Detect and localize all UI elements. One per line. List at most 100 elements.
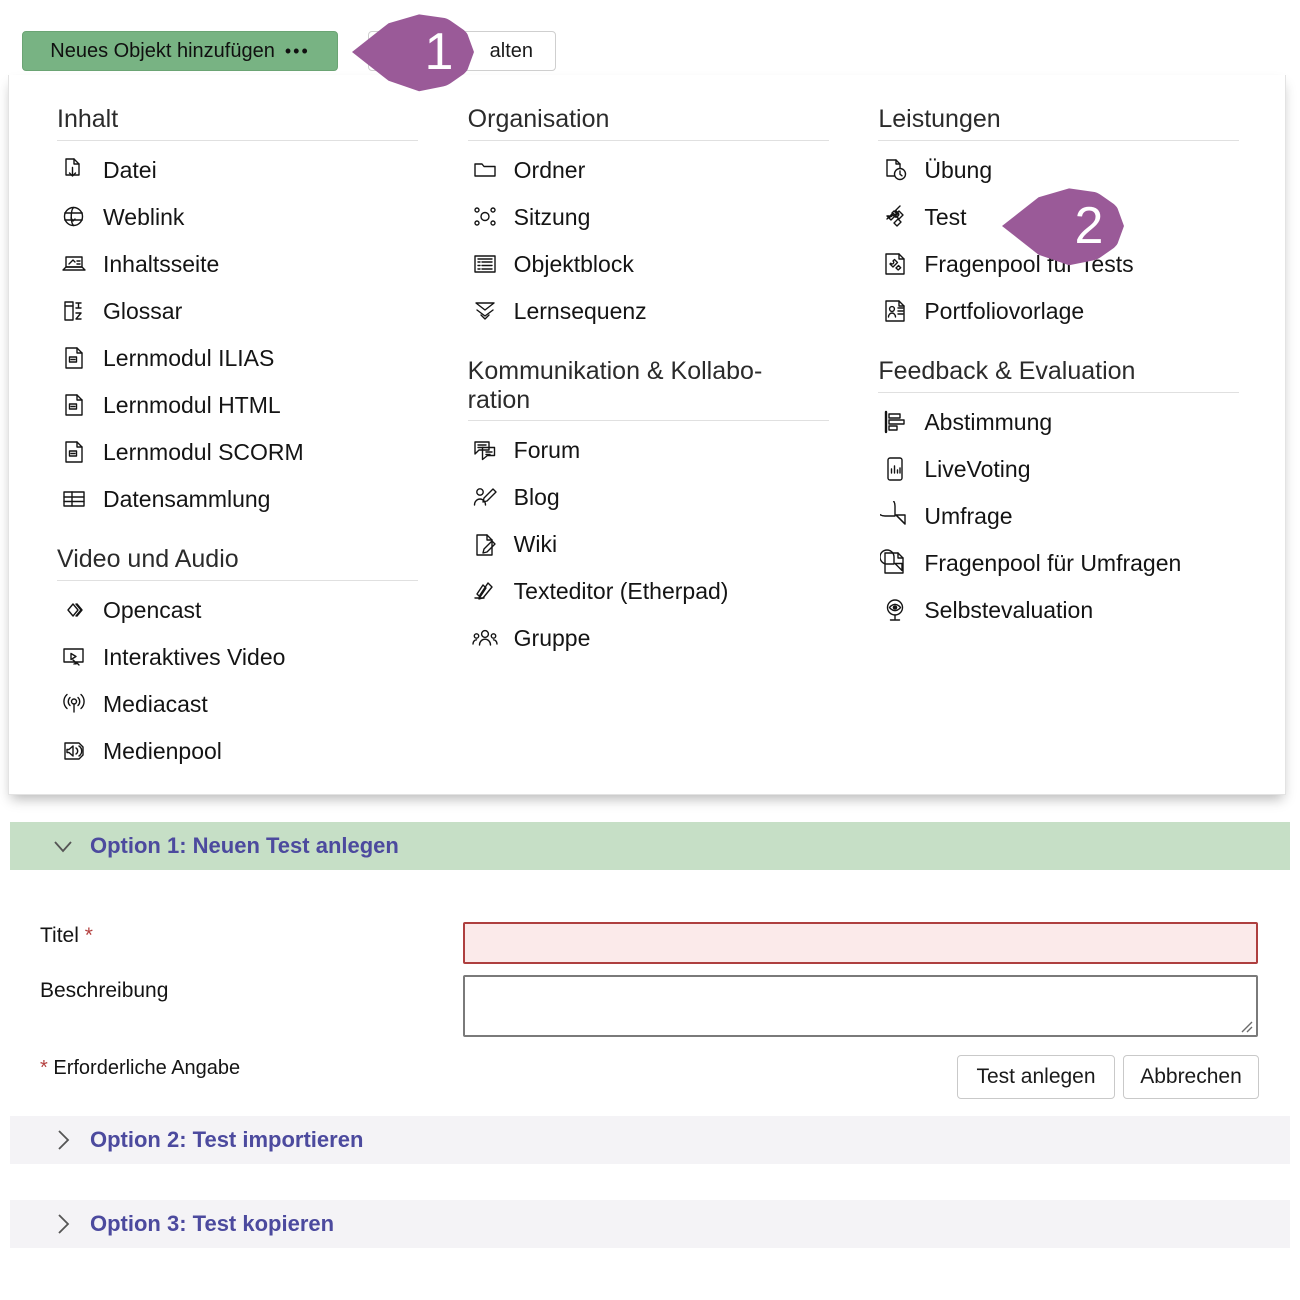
dropdown-item-label: Fragenpool für Umfragen: [924, 549, 1182, 576]
dropdown-item-glossar[interactable]: Glossar: [43, 288, 418, 335]
group-divider: [878, 139, 1240, 141]
accordion-option-2-label: Option 2: Test importieren: [90, 1127, 364, 1152]
description-textarea[interactable]: [463, 975, 1258, 1037]
manage-button-label: alten: [489, 39, 533, 62]
ellipsis-icon: •••: [284, 40, 310, 61]
broadcast-icon: [57, 689, 91, 719]
create-test-label: Test anlegen: [976, 1065, 1096, 1088]
learning-module-icon: [57, 343, 91, 373]
cancel-label: Abbrechen: [1140, 1065, 1242, 1088]
dropdown-item-label: Lernsequenz: [513, 297, 647, 324]
title-label-text: Titel: [40, 924, 79, 947]
dropdown-item-label: Übung: [924, 156, 993, 183]
dropdown-item-label: Lernmodul ILIAS: [103, 344, 275, 371]
dropdown-group-title: Inhalt: [57, 105, 119, 133]
live-voting-icon: [878, 454, 912, 484]
add-new-object-button[interactable]: Neues Objekt hinzufügen •••: [22, 31, 338, 71]
group-icon: [468, 624, 502, 654]
dropdown-group-title: Feedback & Evaluation: [878, 356, 1136, 385]
dropdown-item-datei[interactable]: Datei: [43, 147, 418, 194]
survey-pie-icon: [878, 501, 912, 531]
dropdown-item-lernmodul-ilias[interactable]: Lernmodul ILIAS: [43, 335, 418, 382]
question-pool-icon: [878, 249, 912, 279]
dropdown-item-abstimmung[interactable]: Abstimmung: [864, 399, 1239, 446]
session-nodes-icon: [468, 202, 502, 232]
title-input[interactable]: [463, 922, 1258, 964]
dropdown-item-opencast[interactable]: Opencast: [43, 587, 418, 634]
accordion-option-3-header[interactable]: Option 3: Test kopieren: [10, 1200, 1290, 1248]
dropdown-item-label: Glossar: [103, 297, 183, 324]
dropdown-item-objektblock[interactable]: Objektblock: [454, 241, 829, 288]
callout-step-1: 1: [352, 12, 474, 92]
accordion-option-2-header[interactable]: Option 2: Test importieren: [10, 1116, 1290, 1164]
dropdown-item-blog[interactable]: Blog: [454, 474, 829, 521]
resize-handle-icon[interactable]: [1237, 1017, 1253, 1033]
dropdown-item-gruppe[interactable]: Gruppe: [454, 615, 829, 662]
dropdown-item-ordner[interactable]: Ordner: [454, 147, 829, 194]
dropdown-item-label: Texteditor (Etherpad): [513, 578, 729, 605]
dropdown-item-medienpool[interactable]: Medienpool: [43, 728, 418, 775]
dropdown-item-test[interactable]: Test: [864, 194, 1239, 241]
dropdown-item-lernmodul-scorm[interactable]: Lernmodul SCORM: [43, 429, 418, 476]
required-note: * Erforderliche Angabe: [40, 1057, 240, 1080]
dropdown-group-title: Kommunikation & Kollabo- ration: [467, 356, 763, 414]
add-new-object-label: Neues Objekt hinzufügen: [50, 39, 275, 62]
group-divider: [878, 391, 1240, 393]
dropdown-item-fragenpool-f-r-umfragen[interactable]: Fragenpool für Umfragen: [864, 540, 1239, 587]
portfolio-template-icon: [878, 296, 912, 326]
dropdown-item-label: Inhaltsseite: [103, 250, 220, 277]
required-asterisk: *: [84, 924, 93, 947]
dropdown-item-lernmodul-html[interactable]: Lernmodul HTML: [43, 382, 418, 429]
dropdown-item-portfoliovorlage[interactable]: Portfoliovorlage: [864, 288, 1239, 335]
content-page-icon: [57, 249, 91, 279]
folder-icon: [468, 155, 502, 185]
dropdown-item-datensammlung[interactable]: Datensammlung: [43, 476, 418, 523]
dropdown-item-lernsequenz[interactable]: Lernsequenz: [454, 288, 829, 335]
dropdown-item-umfrage[interactable]: Umfrage: [864, 493, 1239, 540]
globe-icon: [57, 202, 91, 232]
dropdown-item-label: Datei: [103, 156, 157, 183]
learning-sequence-icon: [468, 296, 502, 326]
create-test-button[interactable]: Test anlegen: [957, 1055, 1115, 1099]
dropdown-item-wiki[interactable]: Wiki: [454, 521, 829, 568]
chevron-right-icon: [50, 1211, 76, 1237]
speaker-icon: [57, 736, 91, 766]
dropdown-group-title: Video und Audio: [57, 544, 239, 573]
chevron-down-icon: [50, 833, 76, 859]
dropdown-item-label: Objektblock: [513, 250, 634, 277]
dropdown-item-texteditor-etherpad[interactable]: Texteditor (Etherpad): [454, 568, 829, 615]
poll-bars-icon: [878, 407, 912, 437]
dropdown-item-sitzung[interactable]: Sitzung: [454, 194, 829, 241]
group-divider: [57, 579, 418, 581]
dropdown-item-weblink[interactable]: Weblink: [43, 194, 418, 241]
dropdown-item-mediacast[interactable]: Mediacast: [43, 681, 418, 728]
dropdown-item-label: Datensammlung: [103, 485, 271, 512]
cancel-button[interactable]: Abbrechen: [1123, 1055, 1259, 1099]
accordion-option-1-label: Option 1: Neuen Test anlegen: [90, 833, 399, 858]
interactive-video-icon: [57, 642, 91, 672]
title-field-label: Titel *: [40, 924, 93, 948]
dropdown-item-forum[interactable]: Forum: [454, 427, 829, 474]
dropdown-item-label: LiveVoting: [924, 455, 1031, 482]
dropdown-item-interaktives-video[interactable]: Interaktives Video: [43, 634, 418, 681]
dropdown-item-bung[interactable]: Übung: [864, 147, 1239, 194]
etherpad-icon: [468, 577, 502, 607]
callout-number: 2: [1074, 197, 1104, 255]
dropdown-item-label: Opencast: [103, 596, 202, 623]
callout-number: 1: [424, 23, 454, 81]
learning-module-icon: [57, 437, 91, 467]
opencast-diamond-icon: [57, 595, 91, 625]
dropdown-item-label: Mediacast: [103, 690, 208, 717]
dropdown-item-label: Blog: [513, 484, 560, 511]
dropdown-item-livevoting[interactable]: LiveVoting: [864, 446, 1239, 493]
accordion-option-1-header[interactable]: Option 1: Neuen Test anlegen: [10, 822, 1290, 870]
dropdown-item-inhaltsseite[interactable]: Inhaltsseite: [43, 241, 418, 288]
dropdown-item-selbstevaluation[interactable]: Selbstevaluation: [864, 587, 1239, 634]
dropdown-item-label: Wiki: [513, 531, 558, 558]
